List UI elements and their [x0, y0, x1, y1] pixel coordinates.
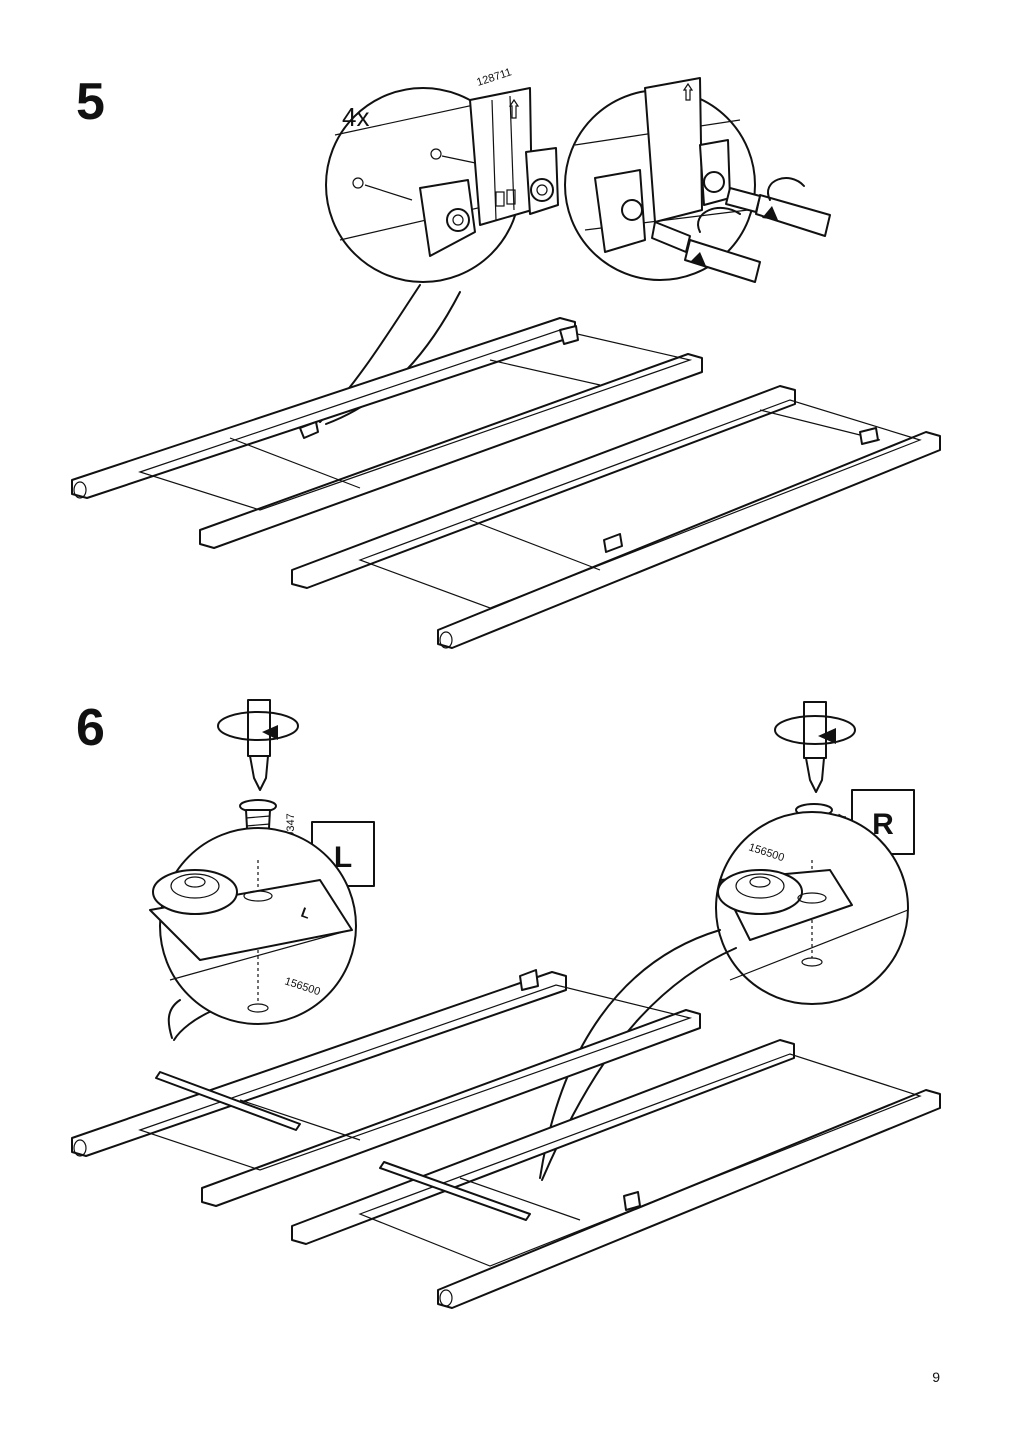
frame-1 [71, 317, 703, 549]
step-5-number: 5 [76, 73, 105, 131]
right-marker: R [872, 808, 894, 841]
quantity-label: 4x [342, 102, 369, 132]
left-glide-detail [149, 827, 357, 1041]
detail-circle-bracket [319, 87, 559, 425]
right-glide-detail [715, 811, 909, 1005]
step-5-illustration: 4x 128711 [71, 66, 941, 649]
step-6-illustration: 100347 L L 156500 [71, 699, 941, 1309]
bracket-part-number: 128711 [475, 66, 513, 89]
frame-4 [291, 1039, 941, 1309]
right-screwdriver [774, 701, 856, 793]
left-marker: L [334, 841, 352, 874]
frame-3 [71, 969, 701, 1207]
frame-2 [291, 385, 941, 649]
page-number: 9 [932, 1369, 940, 1385]
left-screwdriver [217, 699, 299, 791]
step-6-number: 6 [76, 699, 105, 757]
detail-circle-screwing [564, 77, 831, 283]
